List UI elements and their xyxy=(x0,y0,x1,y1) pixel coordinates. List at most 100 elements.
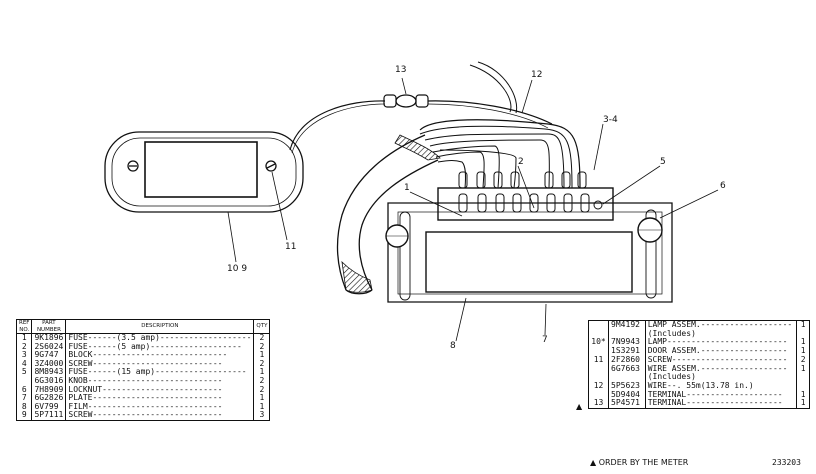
cell-ref: 2 xyxy=(16,342,33,352)
callout-10-9: 10 9 xyxy=(227,264,247,274)
cell-qty: 1 xyxy=(800,320,806,329)
cell-qty xyxy=(797,373,810,382)
table-row: (Includes) xyxy=(588,329,810,339)
callout-11: 11 xyxy=(285,242,296,252)
cell-ref: 9 xyxy=(16,410,33,421)
callout-3-4: 3-4 xyxy=(603,115,618,125)
callout-6: 6 xyxy=(720,181,726,191)
table-row: (Includes) xyxy=(588,373,810,382)
cell-desc: WIRE ASSEM.------------------ xyxy=(645,364,798,374)
callout-1: 1 xyxy=(404,183,410,193)
cell-part: 3Z4000 xyxy=(31,359,67,369)
cell-part: 5P4571 xyxy=(608,398,646,409)
cell-desc: FUSE------(5 amp)------------------- xyxy=(65,342,255,352)
cell-desc: LAMP ASSEM.------------------- xyxy=(645,320,798,330)
cell-part: 5P5623 xyxy=(608,381,646,391)
cell-desc: PLATE--------------------------- xyxy=(65,394,255,403)
cell-desc: TERMINAL-------------------- xyxy=(645,398,798,409)
cell-qty: 1 xyxy=(800,337,806,347)
cell-ref xyxy=(588,373,610,382)
leader-lines xyxy=(227,77,719,342)
lamp-assembly xyxy=(104,131,304,213)
cell-desc: KNOB---------------------------- xyxy=(65,376,255,386)
footnote: ▲ ORDER BY THE METER xyxy=(590,458,688,467)
cell-part: 6G3016 xyxy=(31,376,67,386)
cell-qty: 1 xyxy=(259,401,265,411)
callout-labels: 13 12 3-4 5 6 2 1 11 10 9 8 7 xyxy=(227,65,726,351)
footnote-marker: ▲ xyxy=(590,458,597,467)
cell-qty: 1 xyxy=(800,398,806,408)
header-part-number: PART NUMBER xyxy=(31,319,67,334)
cell-part xyxy=(608,329,646,339)
cell-part: 9G747 xyxy=(31,351,67,360)
drawing-number: 233203 xyxy=(772,458,801,467)
callout-8: 8 xyxy=(450,341,456,351)
callout-5: 5 xyxy=(660,157,666,167)
cell-part: 9M4192 xyxy=(608,320,646,330)
cell-ref: 5 xyxy=(16,368,33,377)
cell-qty: 2 xyxy=(259,375,265,385)
callout-2: 2 xyxy=(518,157,524,167)
cell-ref: 12 xyxy=(588,381,610,391)
cell-part: 6G2826 xyxy=(31,394,67,403)
cell-part: 8M8943 xyxy=(31,368,67,377)
cell-qty: 2 xyxy=(259,384,265,394)
cell-desc: SCREW------------------------ xyxy=(645,355,798,365)
cell-desc: (Includes) xyxy=(645,329,798,339)
cell-part: 2S6024 xyxy=(31,342,67,352)
cell-ref: 8 xyxy=(16,402,33,412)
cell-part: 2F2860 xyxy=(608,355,646,365)
cell-ref: 10* xyxy=(588,338,610,348)
callout-7: 7 xyxy=(542,335,548,345)
cell-part: 6V799 xyxy=(31,402,67,412)
cell-qty: 2 xyxy=(259,333,265,342)
cell-desc: FILM---------------------------- xyxy=(65,402,255,412)
cell-ref: 1 xyxy=(16,333,33,343)
cell-desc: WIRE--. 55m(13.78 in.) xyxy=(645,381,798,391)
cell-desc: SCREW--------------------------- xyxy=(65,359,255,369)
header-ref: REF NO. xyxy=(15,319,33,334)
cell-desc: LOCKNUT------------------------- xyxy=(65,385,255,395)
cell-ref: 13 xyxy=(588,398,610,409)
cell-part xyxy=(608,373,646,382)
cell-desc: (Includes) xyxy=(645,373,798,382)
cell-ref: 4 xyxy=(16,359,33,369)
fuse-block xyxy=(437,171,614,221)
cell-ref xyxy=(588,364,610,374)
cell-desc: DOOR ASSEM.------------------ xyxy=(645,346,798,356)
cell-desc: LAMP------------------------- xyxy=(645,338,798,348)
cell-qty: 1 xyxy=(800,346,806,356)
cell-part: 5D9404 xyxy=(608,390,646,400)
cell-desc: TERMINAL-------------------- xyxy=(645,390,798,400)
cell-qty: 1 xyxy=(259,367,265,377)
cell-qty: 1 xyxy=(259,393,265,403)
cell-desc: FUSE------(3.5 amp)------------------- xyxy=(65,333,255,343)
cell-desc: SCREW--------------------------- xyxy=(65,411,255,421)
cell-desc: BLOCK---------------------------- xyxy=(65,351,255,360)
cell-ref xyxy=(588,347,610,356)
header-qty: QTY xyxy=(253,319,271,334)
cell-ref xyxy=(588,329,610,339)
cell-ref: 11 xyxy=(588,355,610,365)
header-description: DESCRIPTION xyxy=(65,319,255,334)
table-header: REF NO. PART NUMBER DESCRIPTION QTY xyxy=(15,319,271,334)
cell-qty: 2 xyxy=(259,358,265,368)
cell-ref xyxy=(16,376,33,386)
cell-part: 7H8909 xyxy=(31,385,67,395)
